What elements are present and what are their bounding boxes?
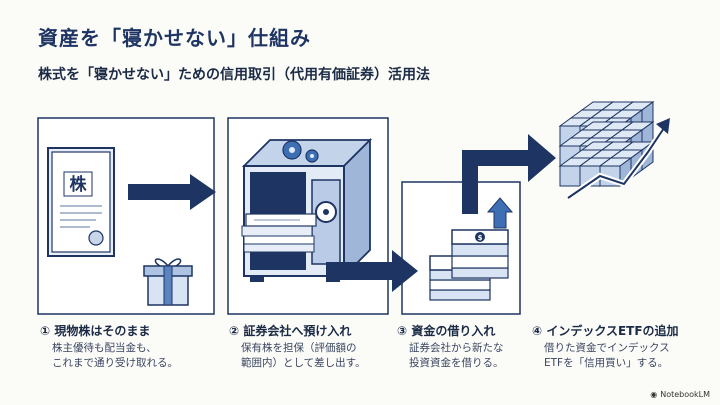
stock-certificate-icon: 株 [47,147,115,257]
gear-icons [282,140,319,163]
trend-arrowhead [656,118,670,134]
page-title: 資産を「寝かせない」仕組み [38,26,311,50]
brand-label: NotebookLM [660,390,710,399]
etf-cube-grid-icon [558,101,655,187]
money-stack-icon: $ $ [429,229,509,301]
step-1-line-2: これまで通り受け取れる。 [52,357,178,369]
step-2-line-1: 保有株を担保（評価額の [241,342,357,354]
step-3-line-1: 証券会社から新たな [409,342,504,354]
step-4-line-1: 借りた資金でインデックス [544,342,670,354]
gift-box-icon [143,258,193,306]
svg-text:$: $ [478,234,483,242]
step-1-heading: ① 現物株はそのまま [40,324,151,338]
step-1: ① 現物株はそのまま 株主優待も配当金も、 これまで通り受け取れる。 [40,324,178,371]
step-4: ④ インデックスETFの追加 借りた資金でインデックス ETFを「信用買い」する… [532,324,679,371]
step-2-line-2: 範囲内）として差し出す。 [241,357,366,369]
share-documents-stack [241,213,317,253]
certificate-kanji: 株 [70,174,88,195]
brand-watermark: ◉ NotebookLM [650,390,710,399]
step-2: ② 証券会社へ預け入れ 保有株を担保（評価額の 範囲内）として差し出す。 [229,324,366,371]
arrow-1 [128,174,216,210]
step-1-line-1: 株主優待も配当金も、 [52,342,157,354]
step-2-heading: ② 証券会社へ預け入れ [229,324,352,338]
step-4-heading: ④ インデックスETFの追加 [532,324,679,338]
step-3: ③ 資金の借り入れ 証券会社から新たな 投資資金を借りる。 [397,324,504,371]
step-3-line-2: 投資資金を借りる。 [409,357,504,369]
safe-icon [241,137,373,282]
up-arrow-icon [486,197,514,229]
arrow-3 [462,134,556,214]
step-3-heading: ③ 資金の借り入れ [397,324,496,338]
page-subtitle: 株式を「寝かせない」ための信用取引（代用有価証券）活用法 [38,67,430,83]
arrow-2 [326,250,418,292]
notebooklm-logo-icon: ◉ [650,390,658,399]
step-4-line-2: ETFを「信用買い」する。 [544,357,669,369]
